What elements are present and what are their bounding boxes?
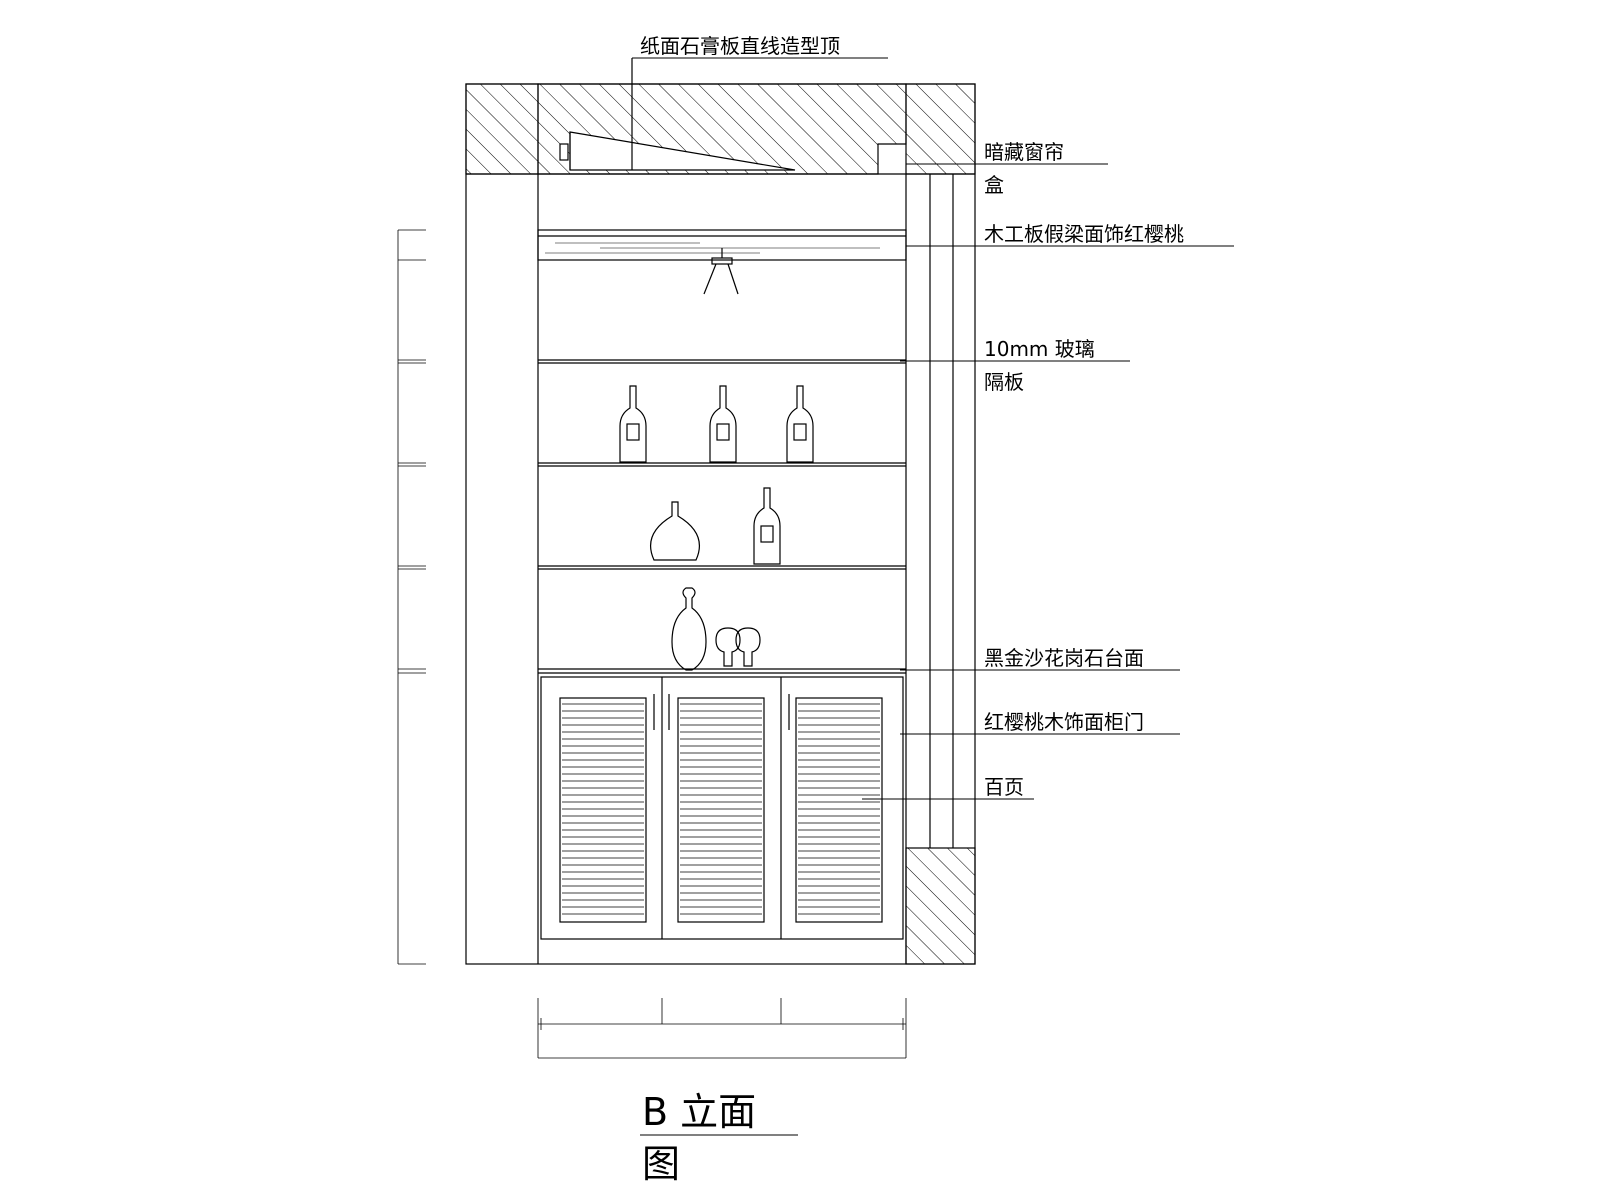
label-louver: 百页 xyxy=(984,775,1024,799)
false-beam xyxy=(537,229,907,261)
decanter-and-glasses xyxy=(671,587,761,671)
label-glass-line1: 10mm 玻璃 xyxy=(984,337,1095,361)
drawing-title-line1: B 立面 xyxy=(642,1090,757,1134)
louver-door-2 xyxy=(677,697,765,923)
outer-frame xyxy=(465,83,976,965)
label-countertop: 黑金沙花岗石台面 xyxy=(984,646,1144,670)
left-dimension-line xyxy=(397,229,426,965)
label-curtain-box-line2: 盒 xyxy=(984,173,1004,197)
cabinet-body xyxy=(540,676,904,940)
label-glass-line2: 隔板 xyxy=(984,370,1024,394)
bottom-dimension-line xyxy=(537,998,907,1059)
pendant-lamp xyxy=(703,248,739,295)
louver-door-3 xyxy=(795,697,883,923)
bottles-shelf-1 xyxy=(619,385,814,463)
glass-shelves xyxy=(538,359,906,570)
label-ceiling: 纸面石膏板直线造型顶 xyxy=(640,34,840,58)
label-cabinet-door: 红樱桃木饰面柜门 xyxy=(984,710,1144,734)
bottles-shelf-2 xyxy=(650,487,781,565)
label-beam: 木工板假梁面饰红樱桃 xyxy=(984,222,1184,246)
ceiling-hatch-left xyxy=(465,83,539,175)
label-curtain-box-line1: 暗藏窗帘 xyxy=(984,140,1064,164)
drawing-title-line2: 图 xyxy=(642,1142,681,1186)
spotlight xyxy=(559,143,569,161)
leader-lines xyxy=(632,57,1234,1136)
louver-door-1 xyxy=(559,697,647,923)
louver-slats xyxy=(562,703,880,915)
lower-right-hatch xyxy=(905,847,976,965)
ceiling-hatch-right xyxy=(905,83,976,175)
